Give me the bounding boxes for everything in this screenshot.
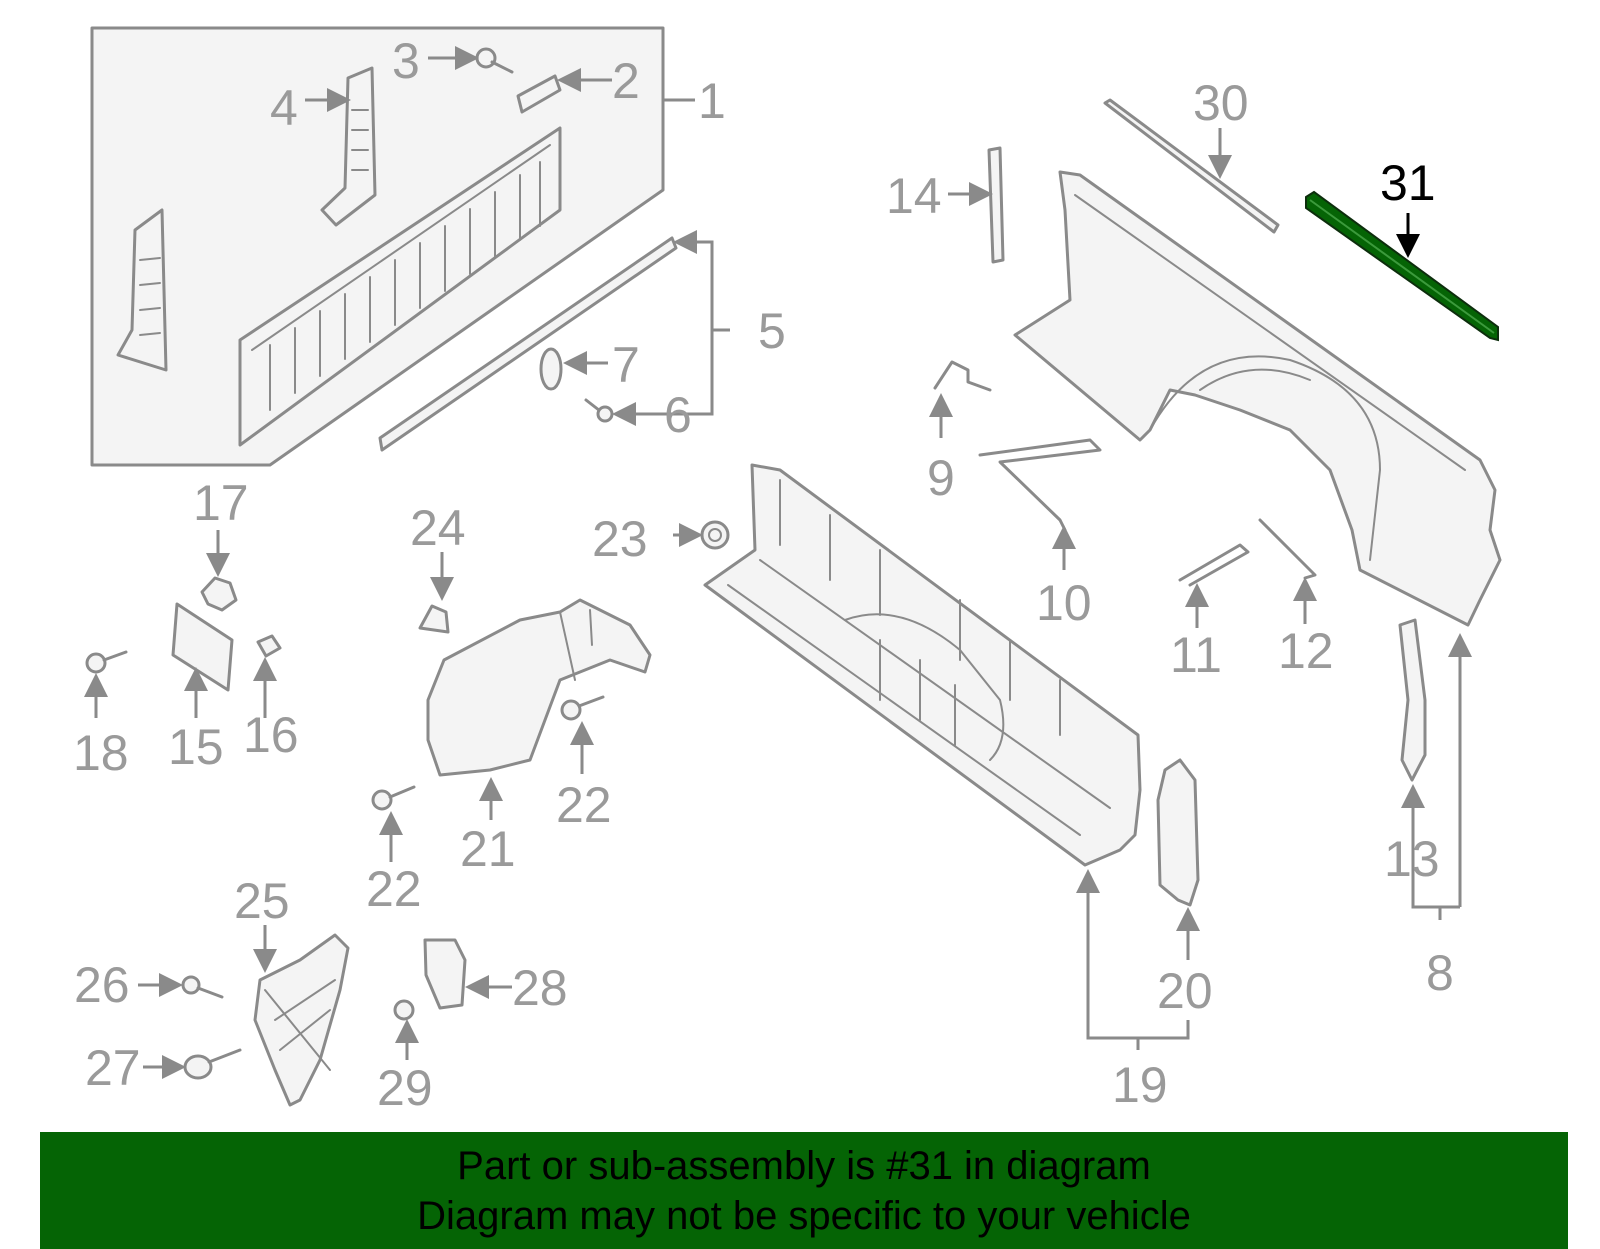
part-7-plug xyxy=(539,347,563,391)
callout-1: 1 xyxy=(698,73,726,129)
part-14-trim xyxy=(987,146,1005,264)
part-30-strip xyxy=(1103,98,1280,234)
part-26-pin xyxy=(181,975,201,995)
part-22-bolt-upper xyxy=(560,699,582,721)
callout-18: 18 xyxy=(73,725,129,781)
part-29-clip xyxy=(393,999,415,1021)
callout-9: 9 xyxy=(927,450,955,506)
callout-31-highlighted: 31 xyxy=(1380,155,1436,211)
banner-part-info: Part or sub-assembly is #31 in diagram xyxy=(457,1144,1151,1188)
part-15-plate xyxy=(171,602,234,692)
callout-25: 25 xyxy=(234,873,290,929)
callout-26: 26 xyxy=(74,957,130,1013)
callout-8: 8 xyxy=(1426,945,1454,1001)
callout-2: 2 xyxy=(612,53,640,109)
callout-28: 28 xyxy=(512,960,568,1016)
callout-29: 29 xyxy=(377,1060,433,1116)
callout-7: 7 xyxy=(612,337,640,393)
part-28-bracket xyxy=(423,938,467,1010)
callout-16: 16 xyxy=(243,707,299,763)
part-24-clip xyxy=(418,604,450,634)
panel-ribs xyxy=(251,144,551,411)
callout-5: 5 xyxy=(758,303,786,359)
callout-11: 11 xyxy=(1170,627,1222,683)
part-10-brace xyxy=(978,438,1102,532)
leader-lines xyxy=(84,46,1472,1079)
part-8-side-panel xyxy=(1013,170,1502,627)
info-banner: Part or sub-assembly is #31 in diagram D… xyxy=(40,1132,1568,1249)
part-22-bolt-lower xyxy=(371,789,393,811)
callout-13: 13 xyxy=(1384,831,1440,887)
part-18-bolt xyxy=(85,652,107,674)
part-16-plug xyxy=(256,634,282,658)
callout-30: 30 xyxy=(1193,75,1249,131)
side-panel-details xyxy=(1074,194,1466,561)
front-panel-assembly-box xyxy=(90,26,665,467)
part-23-grommet xyxy=(700,520,730,550)
part-17-clip xyxy=(200,576,238,612)
callout-10: 10 xyxy=(1036,575,1092,631)
callout-20: 20 xyxy=(1157,963,1213,1019)
banner-disclaimer: Diagram may not be specific to your vehi… xyxy=(417,1194,1191,1238)
part-25-bracket xyxy=(253,933,350,1107)
callout-19: 19 xyxy=(1112,1057,1168,1113)
callout-21: 21 xyxy=(460,821,516,877)
part-13-bracket xyxy=(1398,618,1427,782)
callout-12: 12 xyxy=(1278,623,1334,679)
callout-22-upper: 22 xyxy=(556,777,612,833)
callout-22-lower: 22 xyxy=(366,861,422,917)
callout-4: 4 xyxy=(270,80,298,136)
callout-17: 17 xyxy=(193,475,249,531)
callout-15: 15 xyxy=(168,719,224,775)
part-12-brace xyxy=(1258,518,1317,580)
floor-panel-details xyxy=(727,479,1111,836)
callout-24: 24 xyxy=(410,500,466,556)
part-11-brace xyxy=(1178,543,1250,587)
callout-3: 3 xyxy=(392,33,420,89)
part-27-push-pin xyxy=(183,1054,213,1080)
part-20-bracket xyxy=(1156,758,1200,907)
part-9-bracket xyxy=(933,360,992,392)
callout-14: 14 xyxy=(886,168,942,224)
callout-labels: 1 2 3 4 5 6 7 8 9 10 11 12 13 14 15 16 1… xyxy=(73,33,1454,1116)
part-19-floor-panel xyxy=(703,463,1142,867)
part-21-bracket xyxy=(426,598,652,777)
callout-27: 27 xyxy=(85,1040,141,1096)
callout-23: 23 xyxy=(592,511,648,567)
callout-6: 6 xyxy=(664,387,692,443)
